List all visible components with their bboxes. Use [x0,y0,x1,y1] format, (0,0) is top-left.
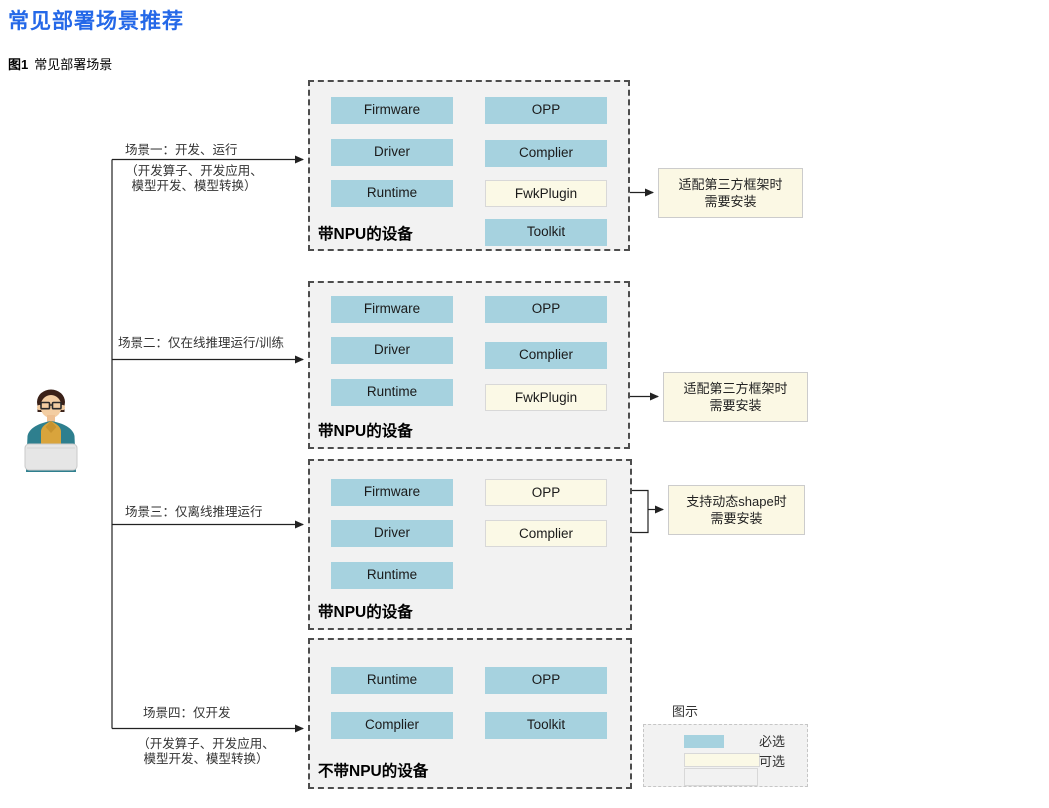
component-fwkplugin: FwkPlugin [485,384,607,411]
legend-optional-swatch [684,753,760,767]
note-third-party-framework-2: 适配第三方框架时 需要安装 [663,372,808,422]
device-name: 带NPU的设备 [318,423,413,440]
component-complier: Complier [485,520,607,547]
figure-caption: 图1 常见部署场景 [8,54,112,73]
note-line2: 需要安装 [710,511,763,526]
note-line1: 适配第三方框架时 [678,177,783,192]
component-opp: OPP [485,667,607,694]
component-firmware: Firmware [331,97,453,124]
component-runtime: Runtime [331,667,453,694]
component-opp: OPP [485,479,607,506]
legend-empty-cell [684,768,758,786]
scenario4-label: 场景四：仅开发 [143,706,231,720]
note-dynamic-shape: 支持动态shape时 需要安装 [668,485,805,535]
note-line2: 需要安装 [709,398,762,413]
legend-box: 必选 可选 [643,724,808,787]
component-firmware: Firmware [331,296,453,323]
component-runtime: Runtime [331,379,453,406]
scenario4-sub-line2: 模型开发、模型转换） [143,752,269,766]
component-runtime: Runtime [331,562,453,589]
scenario2-label: 场景二：仅在线推理运行/训练 [118,336,284,350]
scenario3-label: 场景三：仅离线推理运行 [125,505,263,519]
device-box-scenario3: Firmware Driver Runtime OPP Complier 带NP… [308,459,632,630]
component-driver: Driver [331,337,453,364]
legend-required-label: 必选 [759,734,786,749]
scenario1-sub-line2: 模型开发、模型转换） [131,179,257,193]
device-box-scenario4: Runtime Complier OPP Toolkit 不带NPU的设备 [308,638,632,789]
component-toolkit: Toolkit [485,712,607,739]
component-opp: OPP [485,97,607,124]
figure-label: 图1 [8,57,29,72]
component-complier: Complier [485,140,607,167]
device-name: 带NPU的设备 [318,226,413,243]
component-driver: Driver [331,139,453,166]
component-driver: Driver [331,520,453,547]
component-opp: OPP [485,296,607,323]
scenario4-sub-line1: （开发算子、开发应用、 [137,737,275,751]
component-toolkit: Toolkit [485,219,607,246]
note-line2: 需要安装 [704,194,757,209]
device-name: 不带NPU的设备 [318,763,429,780]
scenario4-sublabel: （开发算子、开发应用、 模型开发、模型转换） [125,737,287,767]
device-box-scenario1: Firmware Driver Runtime OPP Complier Fwk… [308,80,630,251]
scenario1-label: 场景一：开发、运行 [125,143,238,157]
component-fwkplugin: FwkPlugin [485,180,607,207]
device-name: 带NPU的设备 [318,604,413,621]
device-box-scenario2: Firmware Driver Runtime OPP Complier Fwk… [308,281,630,449]
component-runtime: Runtime [331,180,453,207]
figure-caption-text: 常见部署场景 [34,57,113,72]
legend-optional-label: 可选 [759,754,786,769]
legend-required-swatch [684,735,724,748]
legend-title: 图示 [672,704,699,719]
scenario1-sub-line1: （开发算子、开发应用、 [125,164,263,178]
note-third-party-framework-1: 适配第三方框架时 需要安装 [658,168,803,218]
page-title: 常见部署场景推荐 [8,8,184,33]
component-complier: Complier [331,712,453,739]
component-firmware: Firmware [331,479,453,506]
component-complier: Complier [485,342,607,369]
note-line1: 支持动态shape时 [686,494,787,509]
note-line1: 适配第三方框架时 [683,381,788,396]
scenario1-sublabel: （开发算子、开发应用、 模型开发、模型转换） [113,164,275,194]
person-icon [24,389,78,472]
